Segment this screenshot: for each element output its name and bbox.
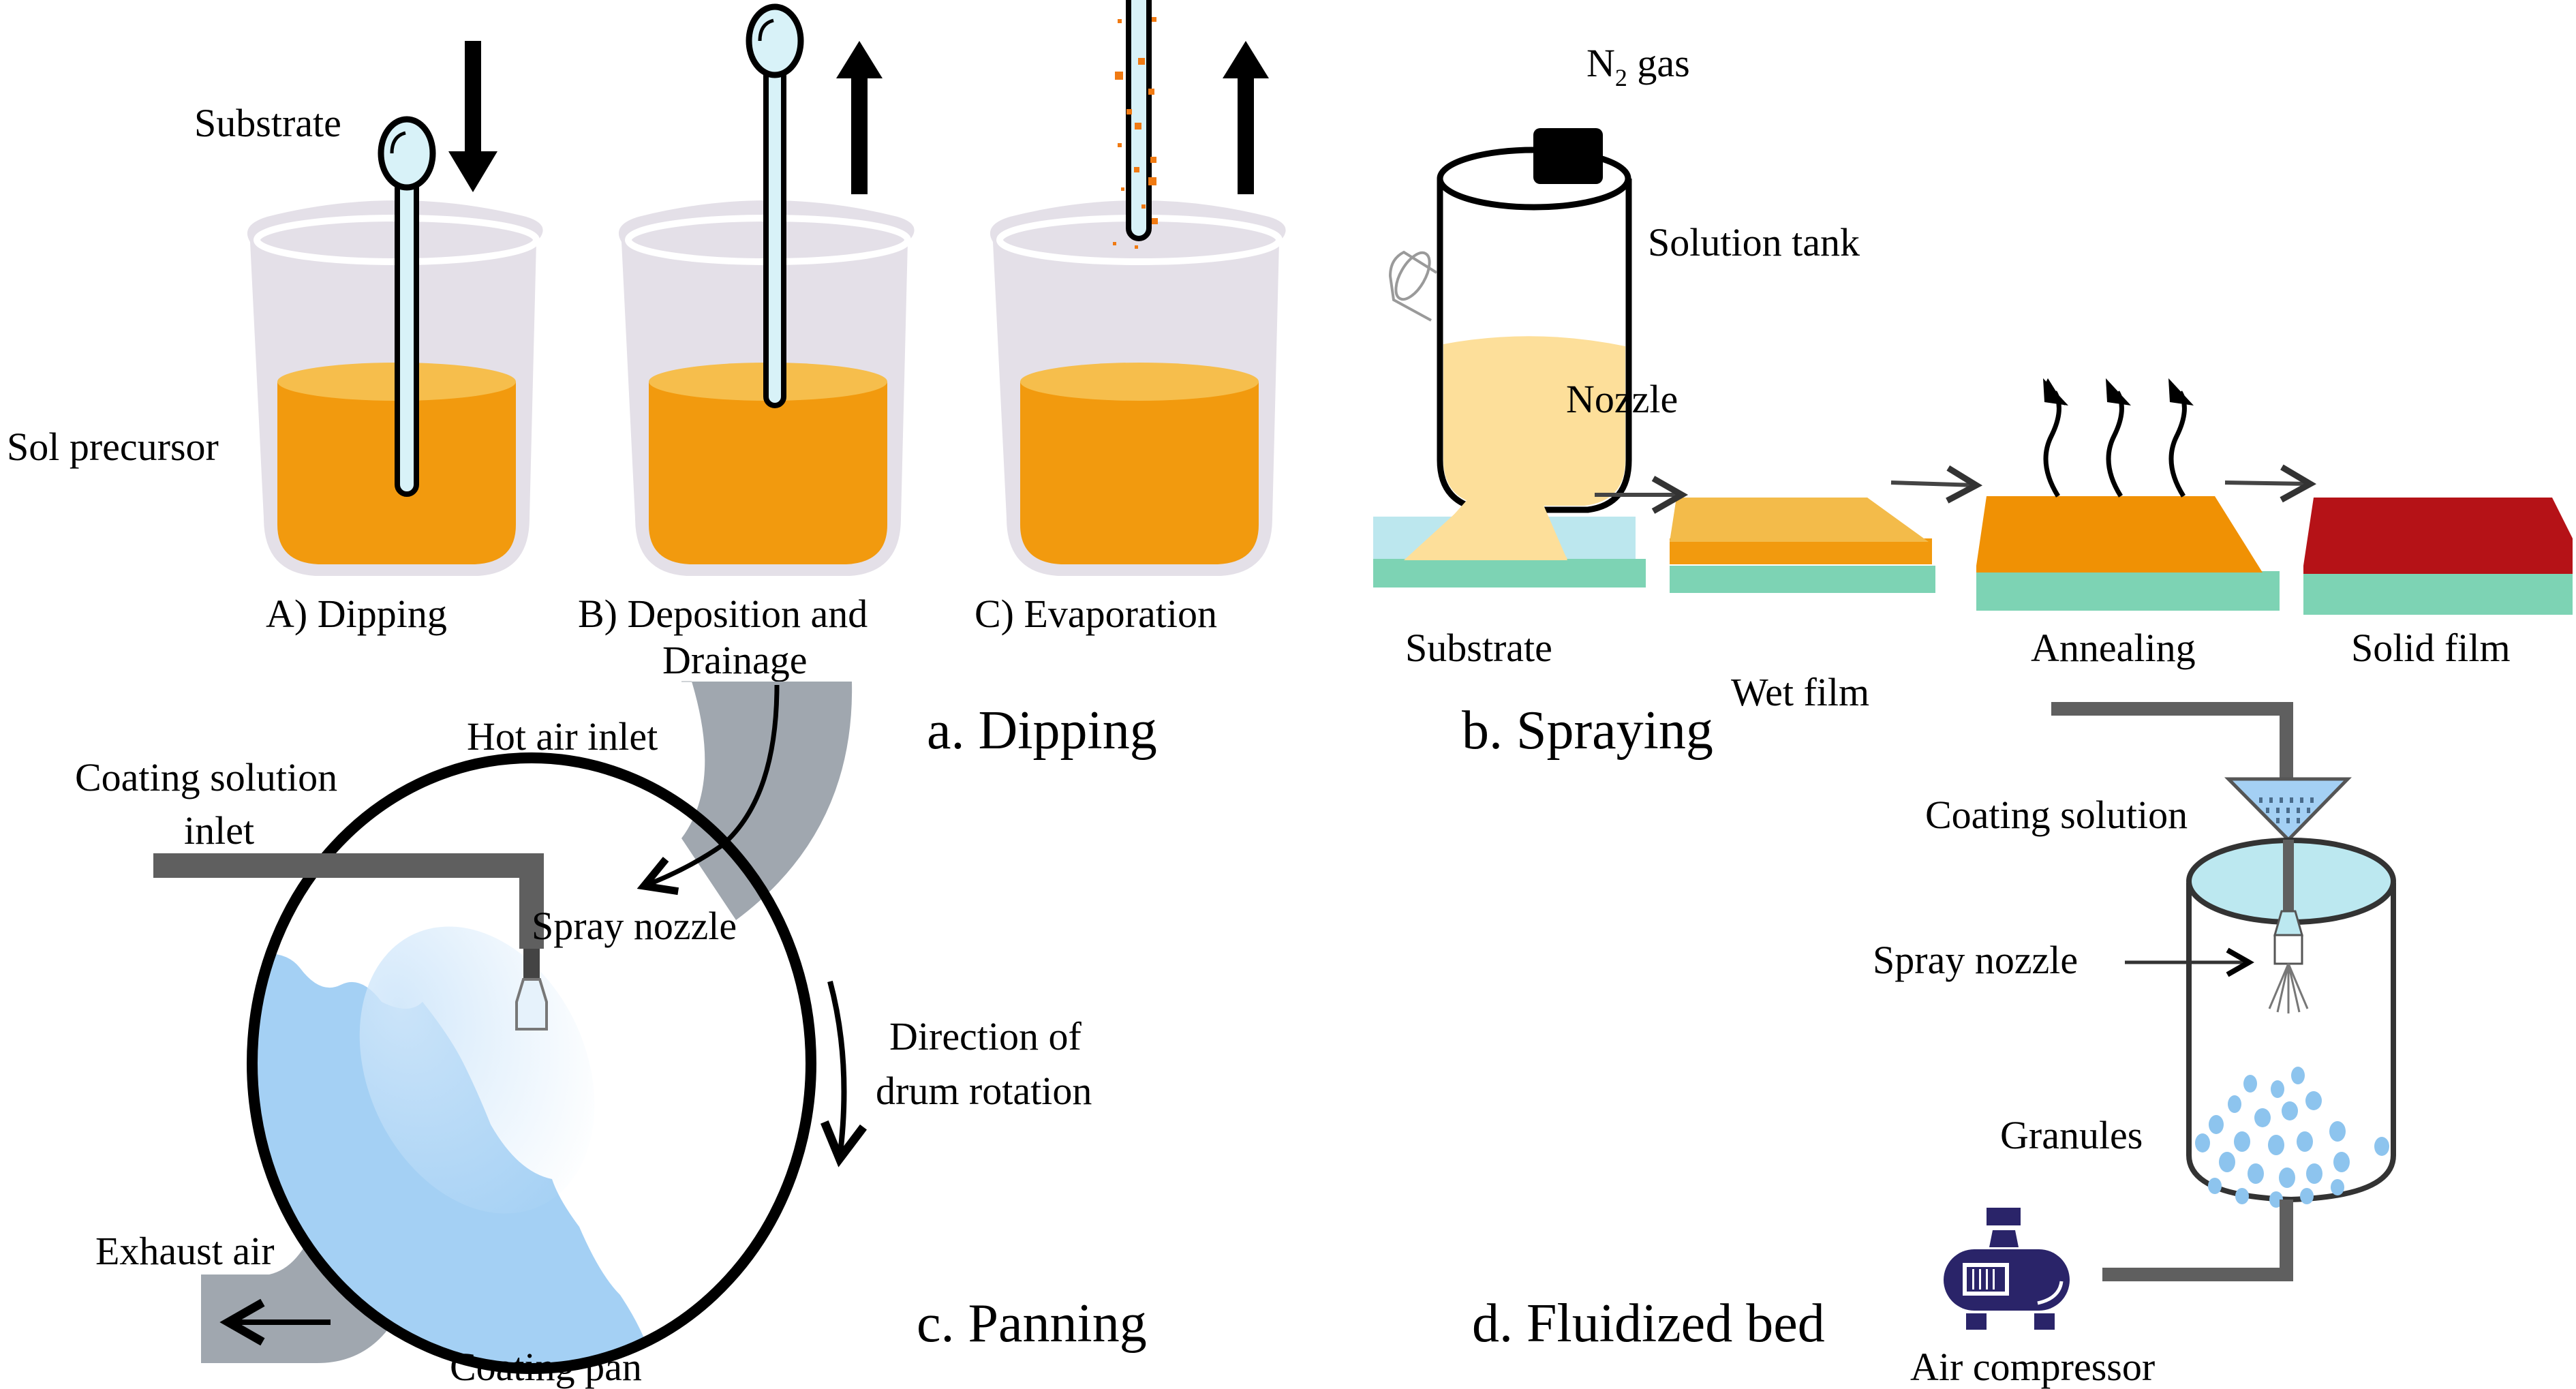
coating-feed-pipe <box>2051 702 2293 784</box>
substrate-rod-b <box>746 3 804 408</box>
sol-precursor-label: Sol precursor <box>7 425 219 469</box>
process-arrow-icon <box>1890 465 1983 504</box>
arrow-up-icon <box>836 41 883 194</box>
n2-gas-label: N2 gas <box>1586 41 1690 91</box>
dipping-panel: Substrate Sol precursor A) Dipping B) De… <box>7 0 1286 761</box>
spray-nozzle-label: Spray nozzle <box>1873 938 2078 982</box>
granules-label: Granules <box>2000 1113 2143 1157</box>
solution-tank-label: Solution tank <box>1648 220 1860 264</box>
vapor-arrow-icon <box>2043 378 2068 406</box>
substrate-rod-a <box>378 116 436 497</box>
hot-air-inlet-label: Hot air inlet <box>467 714 658 759</box>
annealing-label: Annealing <box>2031 626 2196 670</box>
spray-cone <box>1404 453 1567 560</box>
spraying-title: b. Spraying <box>1462 701 1713 761</box>
wet-film-label: Wet film <box>1731 670 1869 714</box>
spraying-panel: N2 gas Solution tank Nozzle Substrate We… <box>1373 41 2573 761</box>
dipping-title: a. Dipping <box>927 701 1157 761</box>
vapor-arrow-icon <box>2168 378 2194 406</box>
substrate-rod-c <box>1113 0 1158 249</box>
coating-pan-label: Coating pan <box>450 1345 642 1389</box>
vapor-arrow-icon <box>2106 378 2131 406</box>
coating-pan-drum <box>247 752 816 1374</box>
step-b-label-line2: Drainage <box>662 638 808 682</box>
fluidized-bed-title: d. Fluidized bed <box>1472 1294 1825 1354</box>
air-compressor-icon <box>1944 1208 2070 1330</box>
panning-panel: Hot air inlet Coating solution inlet Spr… <box>75 681 1147 1389</box>
arrow-down-icon <box>448 41 497 192</box>
film-annealing <box>1976 378 2280 611</box>
step-c-label: C) Evaporation <box>975 592 1217 636</box>
granules <box>2195 1067 2389 1208</box>
coating-solution-label: Coating solution <box>1925 793 2188 837</box>
coating-solution-inlet-label-line2: inlet <box>184 808 254 853</box>
beaker-c <box>990 200 1286 576</box>
solid-film-label: Solid film <box>2351 626 2511 670</box>
film-wet <box>1670 498 1935 593</box>
gas-cap <box>1533 128 1603 184</box>
rotation-label-line2: drum rotation <box>876 1069 1092 1113</box>
process-arrow-icon <box>2224 464 2317 503</box>
fluidized-bed-panel: Coating solution Spray nozzle Granules A… <box>1472 702 2396 1389</box>
spray-nozzle-icon <box>2273 934 2303 965</box>
arrow-up-icon <box>1223 41 1269 194</box>
rotation-arrow-icon <box>821 980 868 1167</box>
step-a-label: A) Dipping <box>266 592 447 636</box>
substrate-label: Substrate <box>1405 626 1552 670</box>
exhaust-air-label: Exhaust air <box>95 1229 275 1273</box>
substrate-label: Substrate <box>194 101 341 145</box>
hot-air-duct <box>681 682 853 920</box>
film-solid <box>2303 498 2573 615</box>
panning-title: c. Panning <box>917 1294 1147 1354</box>
air-compressor-label: Air compressor <box>1910 1345 2155 1389</box>
spray-nozzle-label: Spray nozzle <box>532 904 737 948</box>
step-b-label-line1: B) Deposition and <box>578 592 868 636</box>
coating-solution-inlet-label-line1: Coating solution <box>75 755 337 799</box>
air-line-pipe <box>2102 1200 2293 1281</box>
rotation-label-line1: Direction of <box>889 1014 1082 1058</box>
spray-nozzle-icon <box>515 978 548 1031</box>
coating-solution-pipe <box>153 853 544 949</box>
nozzle-label: Nozzle <box>1566 377 1678 421</box>
